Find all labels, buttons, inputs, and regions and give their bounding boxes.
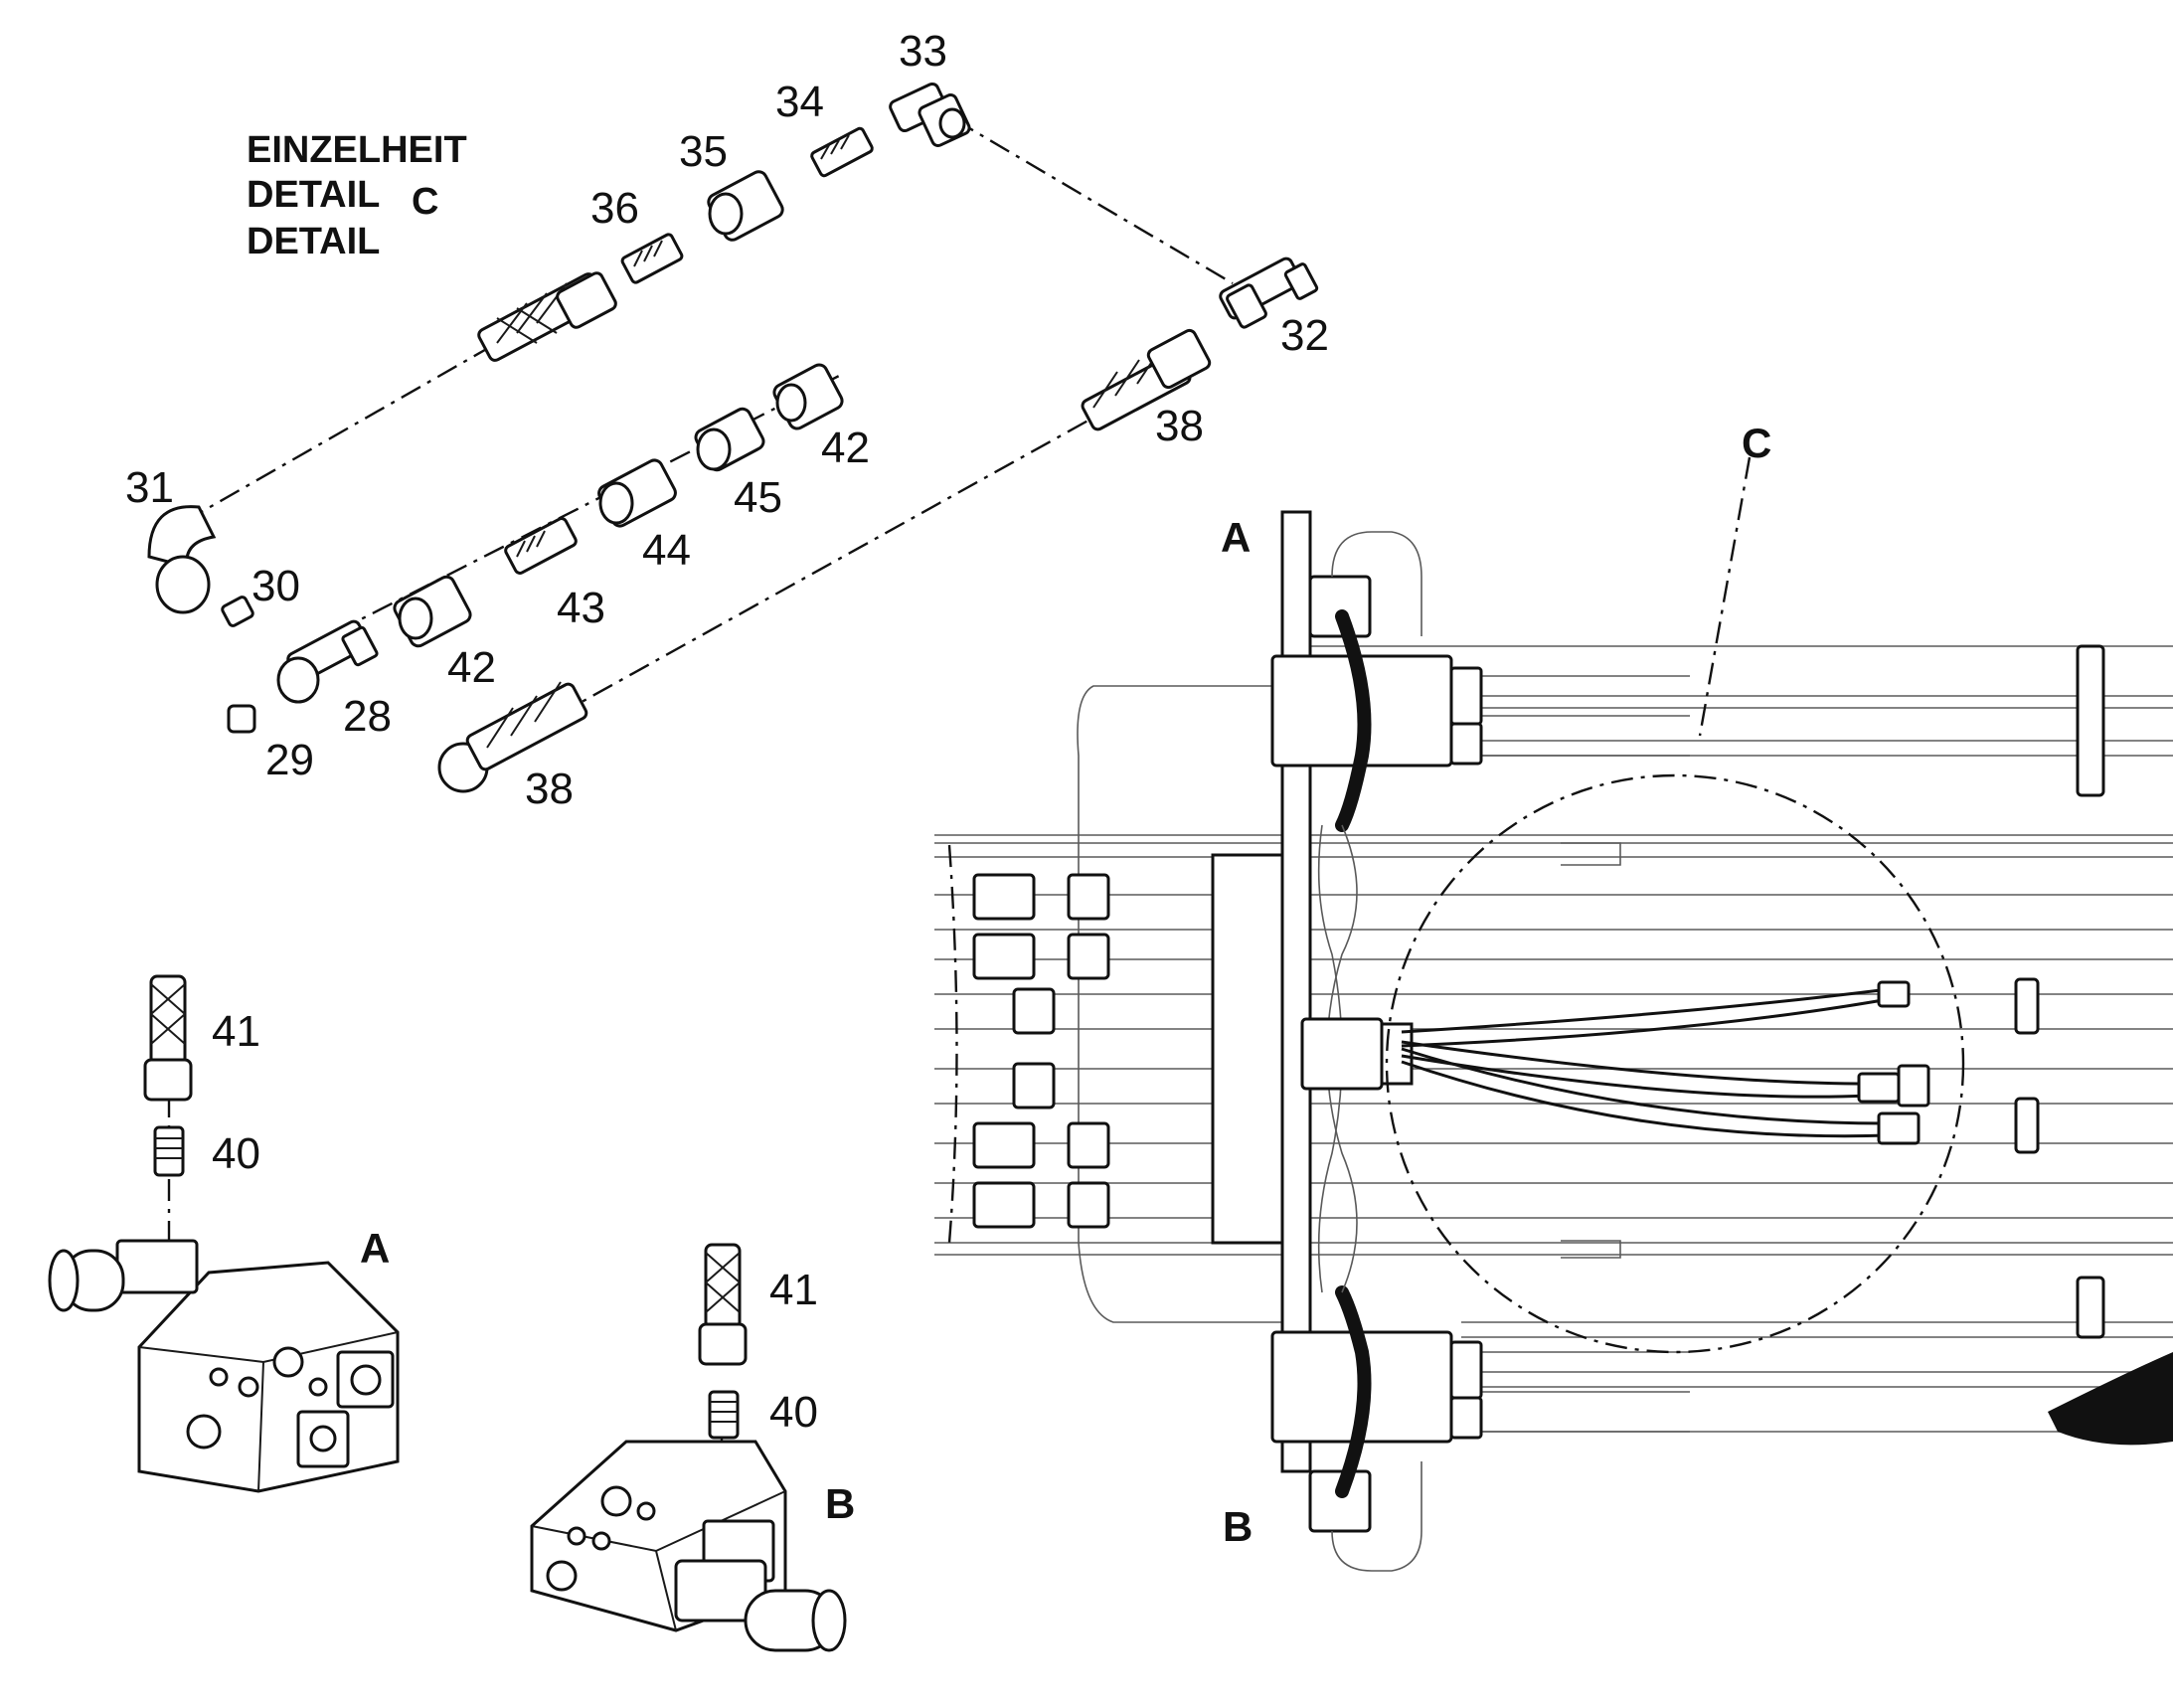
centerline-38-lower <box>556 416 1094 718</box>
label-40-a: 40 <box>212 1129 260 1178</box>
frame-bracket-top <box>2076 644 2105 797</box>
hose-41-a <box>143 974 193 1102</box>
hose-38-upper <box>1081 328 1212 431</box>
hose-31-elbow <box>147 505 217 614</box>
label-40-b: 40 <box>769 1388 818 1437</box>
cap-30 <box>221 596 254 627</box>
valve-block-a <box>48 974 400 1493</box>
black-hose-upper <box>1335 609 1372 832</box>
label-45: 45 <box>734 473 782 522</box>
fitting-28-tee <box>276 619 379 704</box>
left-dashed-edge <box>947 844 958 1244</box>
label-33: 33 <box>899 27 947 76</box>
label-42-top: 42 <box>821 424 870 472</box>
black-wheel-edge <box>2048 1352 2173 1446</box>
exploded-detail-c <box>147 82 1319 793</box>
detail-c-circle <box>1385 773 1965 1354</box>
hose-to-elbow <box>1401 1040 1870 1086</box>
title-line-detail-1: DETAIL <box>247 174 380 216</box>
nipple-40-b <box>708 1390 740 1440</box>
hose-to-lower-clamp <box>1401 1047 1890 1125</box>
label-32: 32 <box>1280 311 1329 360</box>
sub-view-labels: A B 41 40 41 40 <box>212 1007 855 1527</box>
label-41-a: 41 <box>212 1007 260 1056</box>
fitting-32-tee <box>1219 256 1319 329</box>
left-couplers <box>972 873 1110 1229</box>
main-valve-block-a <box>1270 531 1690 768</box>
label-29: 29 <box>265 736 314 784</box>
fitting-43 <box>504 517 578 575</box>
label-38-bottom: 38 <box>525 765 574 813</box>
label-42-bottom: 42 <box>447 643 496 692</box>
label-a-main: A <box>1221 514 1251 561</box>
hose-38-lower <box>437 681 588 793</box>
main-valve-block-b <box>1270 1330 1690 1572</box>
clamp-lower-right <box>2014 1097 2040 1154</box>
detail-title: EINZELHEIT DETAIL DETAIL C <box>247 129 467 262</box>
centerline-31-38 <box>183 341 498 524</box>
fitting-42-lower-nut <box>393 575 472 648</box>
boom-lines <box>934 695 2173 1388</box>
valve-block-b <box>530 1243 847 1652</box>
main-view-labels: A B C <box>1221 420 1771 1550</box>
label-a-sub: A <box>360 1225 390 1272</box>
main-assembly-view <box>934 456 2173 1572</box>
center-mounting-plate <box>1211 853 1294 1245</box>
label-b-sub: B <box>825 1480 855 1527</box>
hose-41-b <box>698 1243 748 1366</box>
title-line-einzelheit: EINZELHEIT <box>247 129 467 171</box>
frame-bracket-bottom <box>2076 1276 2105 1339</box>
label-38-top: 38 <box>1155 402 1204 450</box>
fitting-45 <box>694 407 765 472</box>
title-detail-letter: C <box>412 181 438 223</box>
fitting-44 <box>597 458 677 528</box>
fitting-33-elbow <box>889 82 971 148</box>
black-hose-lower <box>1335 1285 1372 1498</box>
label-b-main: B <box>1223 1503 1253 1550</box>
label-43: 43 <box>557 584 605 632</box>
hose-to-upper-clamp <box>1401 987 1890 1034</box>
fitting-35-nut <box>707 170 784 242</box>
detail-c-labels: 33 34 35 36 32 38 42 45 44 43 42 31 30 2… <box>125 27 1329 813</box>
label-41-b: 41 <box>769 1266 818 1314</box>
clamp-upper-right <box>2014 977 2040 1035</box>
detail-c-leader <box>1698 456 1752 737</box>
fitting-42-upper-nut <box>772 363 844 430</box>
hose-31-upper-fitting <box>477 271 617 362</box>
label-c-main: C <box>1742 420 1771 466</box>
cap-29 <box>227 704 256 734</box>
detail-c-hoses <box>1401 980 1930 1145</box>
fitting-36-nipple <box>620 233 684 284</box>
label-28: 28 <box>343 692 392 741</box>
fitting-34-nipple <box>810 126 874 178</box>
centerline-33-32 <box>953 117 1234 285</box>
nipple-40-a <box>153 1125 185 1177</box>
label-34: 34 <box>775 78 824 126</box>
label-36: 36 <box>590 184 639 233</box>
label-35: 35 <box>679 127 728 176</box>
title-line-detail-2: DETAIL <box>247 221 380 262</box>
label-44: 44 <box>642 526 691 575</box>
label-30: 30 <box>251 562 300 610</box>
center-manifold <box>1300 1017 1384 1091</box>
label-31: 31 <box>125 463 174 512</box>
